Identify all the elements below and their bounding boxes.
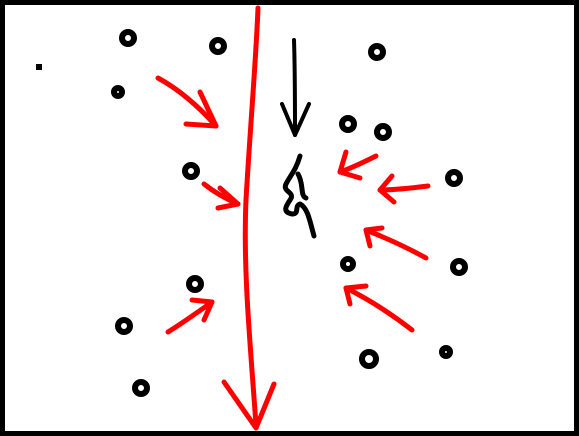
dot [371,46,383,58]
dot [114,88,122,96]
dot [362,352,376,366]
dot [343,259,353,269]
dot [453,261,465,273]
dot [118,320,130,332]
dot [135,382,147,394]
small-dot [36,64,42,70]
gravity-arrow-shaft [294,40,295,135]
dot [185,165,197,177]
dot [212,40,224,52]
dot [448,172,460,184]
dot [442,348,450,356]
outer-frame [3,3,577,434]
dot [122,32,134,44]
dot [342,118,354,130]
dot [189,278,201,290]
dot [377,126,389,138]
